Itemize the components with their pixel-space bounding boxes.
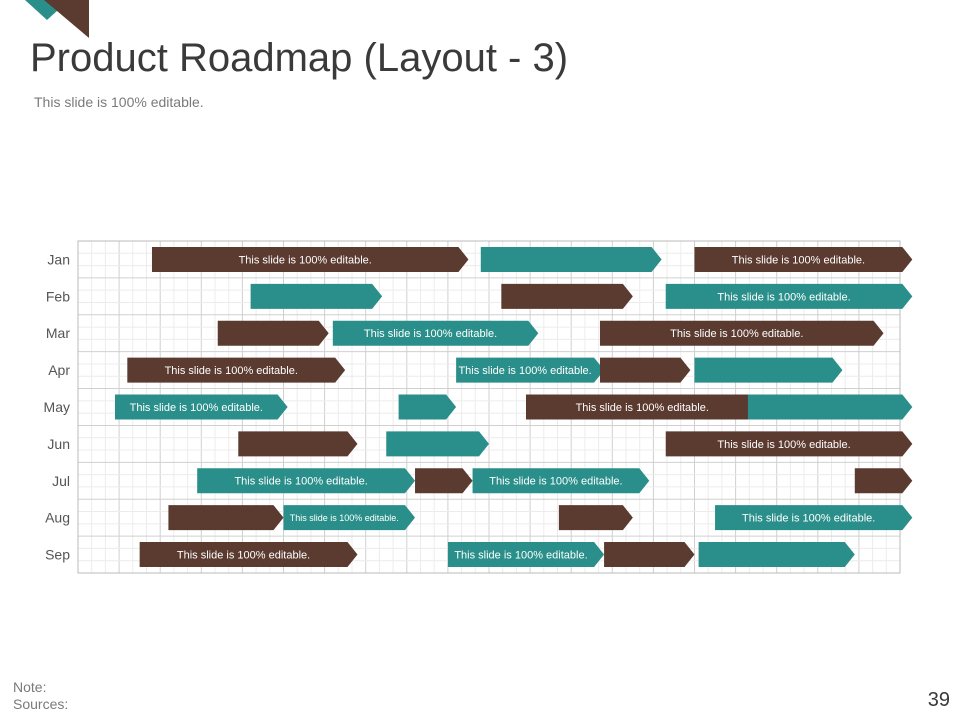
roadmap-bar: This slide is 100% editable.	[715, 505, 913, 531]
month-label-jul: Jul	[52, 473, 70, 489]
roadmap-bar	[698, 542, 855, 568]
roadmap-bar: This slide is 100% editable.	[127, 357, 346, 383]
roadmap-bar: This slide is 100% editable.	[151, 246, 469, 272]
month-label-sep: Sep	[45, 547, 70, 563]
roadmap-bar: This slide is 100% editable.	[197, 468, 416, 494]
bar-label: This slide is 100% editable.	[717, 291, 850, 303]
month-label-apr: Apr	[48, 362, 70, 378]
roadmap-bar: This slide is 100% editable.	[139, 542, 358, 568]
brown-bar-arrow	[854, 468, 913, 494]
brown-bar-arrow	[558, 505, 633, 531]
teal-bar-arrow	[447, 542, 605, 568]
bar-label: This slide is 100% editable.	[130, 402, 263, 414]
brown-bar-arrow	[599, 357, 691, 383]
bar-label: This slide is 100% editable.	[364, 328, 497, 340]
roadmap-bar: This slide is 100% editable.	[456, 357, 605, 383]
bar-label: This slide is 100% editable.	[576, 402, 709, 414]
bar-label: This slide is 100% editable.	[489, 476, 622, 488]
teal-bar-arrow	[114, 394, 288, 420]
roadmap-bar	[480, 246, 662, 272]
roadmap-bar	[694, 357, 843, 383]
bar-label: This slide is 100% editable.	[454, 550, 587, 562]
brown-bar-arrow	[694, 246, 913, 272]
page-number: 39	[927, 689, 950, 711]
month-label-mar: Mar	[46, 325, 70, 341]
roadmap-bar: This slide is 100% editable.	[114, 394, 288, 420]
month-label-jan: Jan	[47, 251, 70, 267]
roadmap-bar: This slide is 100% editable.	[332, 320, 539, 346]
teal-bar-arrow	[197, 468, 416, 494]
brown-bar-arrow	[501, 283, 633, 309]
brown-bar-arrow	[665, 431, 913, 457]
teal-bar-arrow	[250, 283, 383, 309]
month-label-feb: Feb	[46, 288, 70, 304]
roadmap-bar	[599, 357, 691, 383]
roadmap-bar	[501, 283, 633, 309]
roadmap-bar: This slide is 100% editable.	[525, 394, 769, 420]
teal-bar-arrow	[456, 357, 605, 383]
teal-bar-arrow	[332, 320, 539, 346]
teal-bar-arrow	[715, 505, 913, 531]
teal-bar-arrow	[698, 542, 855, 568]
teal-bar-arrow	[747, 394, 913, 420]
bar-label: This slide is 100% editable.	[742, 513, 875, 525]
teal-bar-arrow	[283, 505, 416, 531]
roadmap-bar: This slide is 100% editable.	[447, 542, 605, 568]
brown-bar-arrow	[415, 468, 473, 494]
teal-bar-arrow	[386, 431, 489, 457]
brown-bar-arrow	[127, 357, 346, 383]
brown-bar-arrow	[525, 394, 769, 420]
roadmap-bar	[558, 505, 633, 531]
roadmap-bar	[398, 394, 457, 420]
teal-bar-arrow	[694, 357, 843, 383]
page-subtitle: This slide is 100% editable.	[34, 94, 204, 110]
roadmap-bar	[217, 320, 329, 346]
brown-bar-arrow	[604, 542, 695, 568]
bar-label: This slide is 100% editable.	[177, 550, 310, 562]
teal-bar-arrow	[472, 468, 650, 494]
bar-label: This slide is 100% editable.	[239, 254, 372, 266]
month-label-may: May	[44, 399, 70, 415]
teal-bar-arrow	[398, 394, 457, 420]
roadmap-bar: This slide is 100% editable.	[283, 505, 416, 531]
roadmap-bar: This slide is 100% editable.	[472, 468, 650, 494]
roadmap-bar: This slide is 100% editable.	[665, 431, 913, 457]
roadmap-bar	[854, 468, 913, 494]
sources-label: Sources:	[13, 696, 69, 712]
page-title: Product Roadmap (Layout - 3)	[30, 36, 569, 80]
month-label-jun: Jun	[47, 436, 70, 452]
month-label-aug: Aug	[45, 510, 70, 526]
roadmap-bar: This slide is 100% editable.	[599, 320, 884, 346]
roadmap-bar	[415, 468, 473, 494]
bar-label: This slide is 100% editable.	[165, 365, 298, 377]
brown-bar-arrow	[217, 320, 329, 346]
bar-label: This slide is 100% editable.	[290, 513, 399, 523]
teal-bar-arrow	[480, 246, 662, 272]
bar-label: This slide is 100% editable.	[670, 328, 803, 340]
roadmap-bar	[250, 283, 383, 309]
brown-bar-arrow	[139, 542, 358, 568]
bar-label: This slide is 100% editable.	[458, 365, 591, 377]
bar-label: This slide is 100% editable.	[717, 439, 850, 451]
roadmap-bar	[238, 431, 358, 457]
roadmap-bar: This slide is 100% editable.	[694, 246, 913, 272]
roadmap-bar: This slide is 100% editable.	[665, 283, 913, 309]
brown-bar-arrow	[151, 246, 469, 272]
bar-label: This slide is 100% editable.	[732, 254, 865, 266]
brown-bar-arrow	[168, 505, 284, 531]
teal-bar-arrow	[665, 283, 913, 309]
roadmap-bar	[604, 542, 695, 568]
roadmap-bar	[747, 394, 913, 420]
roadmap-bar	[386, 431, 489, 457]
brown-bar-arrow	[599, 320, 884, 346]
bar-label: This slide is 100% editable.	[234, 476, 367, 488]
roadmap-bar	[168, 505, 284, 531]
corner-ribbon-decoration	[25, 0, 89, 38]
brown-bar-arrow	[238, 431, 358, 457]
footer-notes: Note: Sources:	[13, 679, 68, 713]
note-label: Note:	[13, 679, 47, 695]
